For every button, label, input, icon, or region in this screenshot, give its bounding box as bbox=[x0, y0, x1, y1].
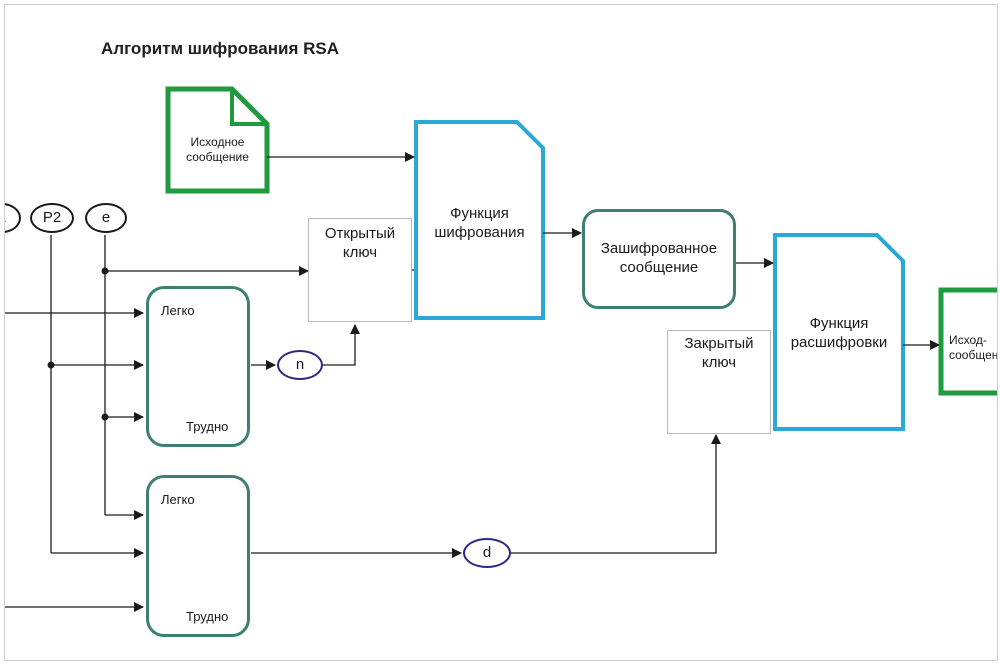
generator-top-hard-label: Трудно bbox=[186, 419, 229, 434]
output-n-label: n bbox=[295, 356, 305, 373]
output-d-oval: d bbox=[463, 538, 511, 568]
encrypt-function-label: Функция шифрования bbox=[434, 205, 525, 241]
result-document-shape bbox=[938, 287, 997, 396]
source-document-fold-icon bbox=[230, 89, 267, 126]
private-key-box: Закрытый ключ bbox=[667, 330, 771, 434]
private-key-label: Закрытый ключ bbox=[684, 335, 754, 371]
diagram-frame: Алгоритм шифрования RSA bbox=[4, 4, 998, 661]
diagram-title: Алгоритм шифрования RSA bbox=[101, 39, 339, 58]
output-n-oval: n bbox=[277, 350, 323, 380]
public-key-box: Открытый ключ bbox=[308, 218, 412, 322]
key-generator-bottom: Легко Трудно bbox=[146, 475, 250, 637]
key-generator-top: Легко Трудно bbox=[146, 286, 250, 447]
generator-bottom-hard-label: Трудно bbox=[186, 609, 229, 624]
generator-bottom-easy-label: Легко bbox=[161, 492, 195, 507]
junction-dots bbox=[47, 267, 109, 421]
output-d-label: d bbox=[482, 544, 492, 561]
input-e-oval: e bbox=[85, 203, 127, 233]
encrypted-message-box: Зашифрованное сообщение bbox=[582, 209, 736, 309]
input-p1-label: 1 bbox=[5, 209, 6, 226]
input-p2-oval: P2 bbox=[30, 203, 74, 233]
connector-lines bbox=[5, 152, 940, 612]
source-message-label: Исходное сообщение bbox=[186, 135, 249, 164]
result-message-label: Исход- сообщен bbox=[949, 333, 998, 362]
generator-top-easy-label: Легко bbox=[161, 303, 195, 318]
input-e-label: e bbox=[101, 209, 111, 226]
input-p2-label: P2 bbox=[42, 209, 62, 226]
decrypt-function-label: Функция расшифровки bbox=[790, 315, 888, 351]
encrypted-message-label: Зашифрованное сообщение bbox=[600, 240, 718, 276]
public-key-label: Открытый ключ bbox=[324, 225, 396, 261]
